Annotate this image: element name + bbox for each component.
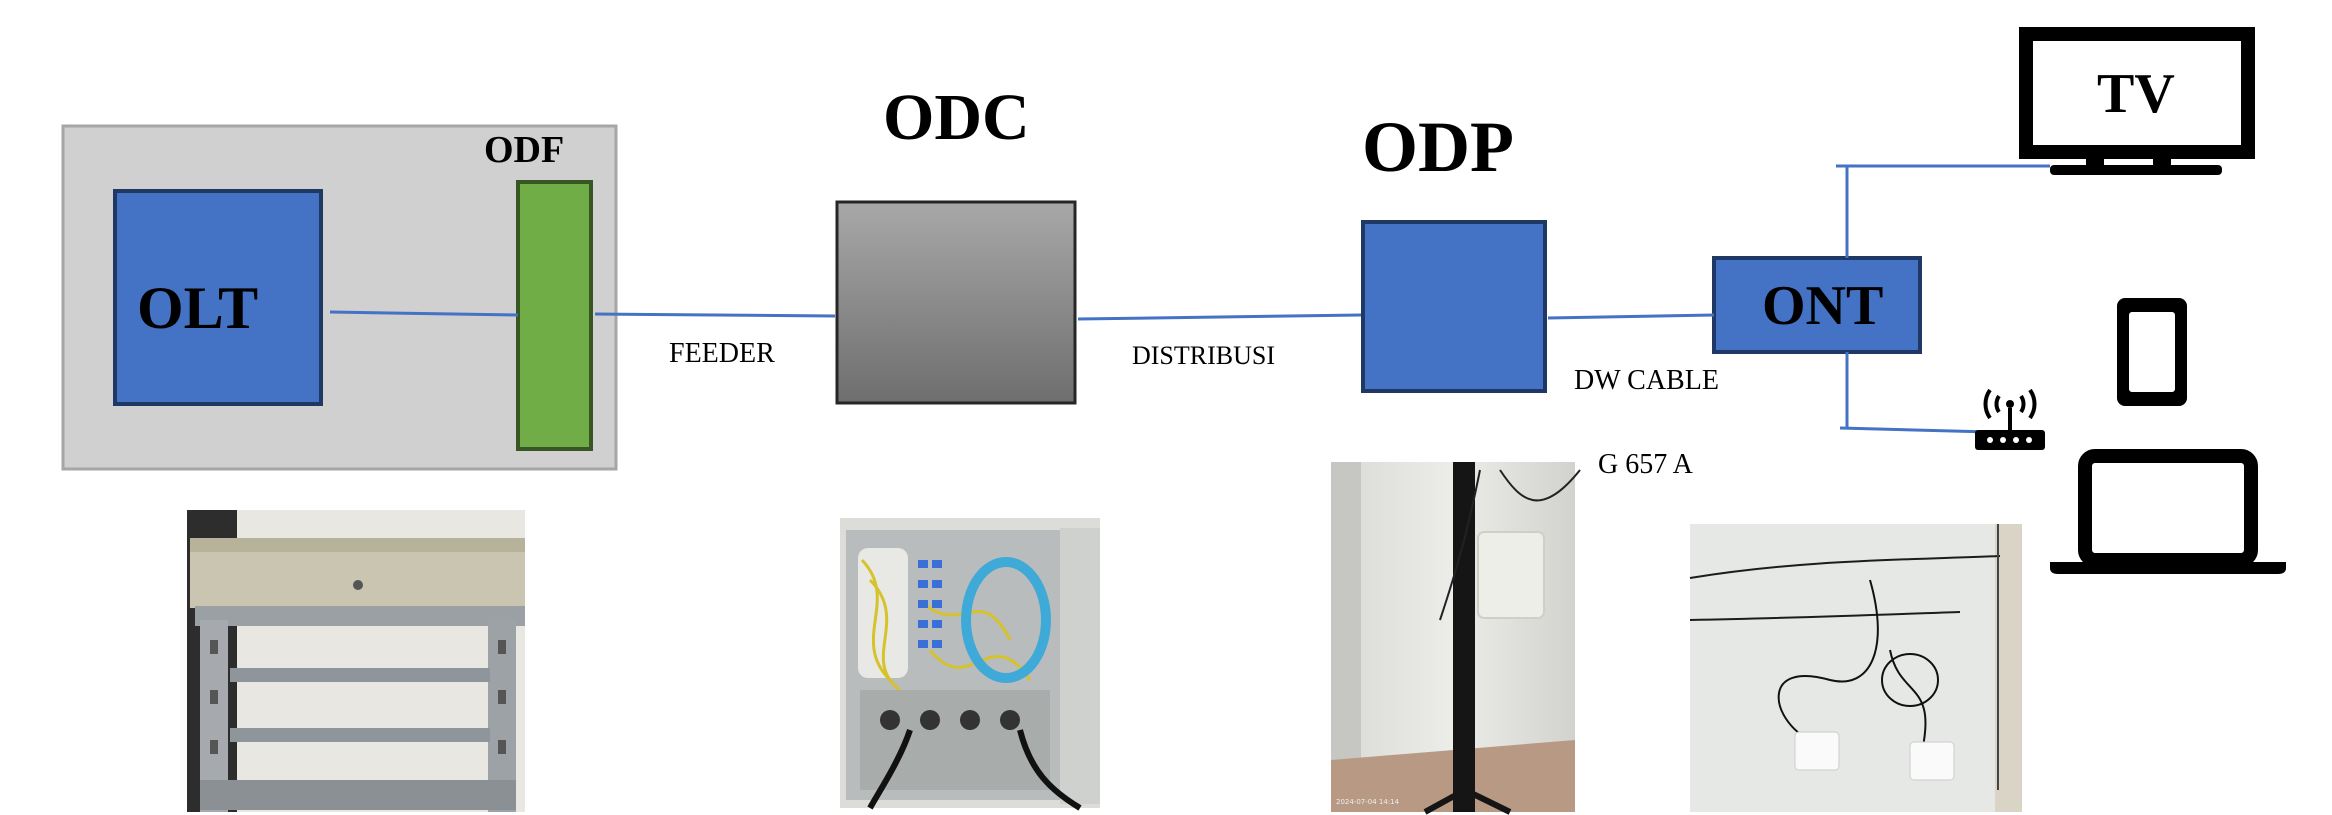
fiber-type-label: G 657 A [1598,449,1693,480]
olt-odf-link [329,310,519,317]
odc-box [835,200,1077,405]
distribusi-link [1077,313,1362,321]
dw-cable-label: DW CABLE [1574,365,1719,396]
odc-label: ODC [883,81,1030,154]
olt-cabinet-photo [187,510,525,812]
odp-box [1361,220,1547,393]
ont-wall-photo [1689,524,2022,812]
odf-label: ODF [484,129,565,171]
tv-icon [2019,27,2255,175]
olt-box [113,189,323,406]
ont-box [1712,256,1922,354]
smartphone-icon [2117,298,2187,406]
odf-box [516,180,593,451]
wifi-router-icon [1975,388,2045,450]
feeder-label: FEEDER [669,338,775,369]
fiber-links [329,164,2050,434]
distribusi-label: DISTRIBUSI [1132,341,1276,370]
feeder-link [594,312,836,318]
odp-pole-photo [1331,462,1581,815]
dw-cable-link [1547,313,1715,320]
odc-cabinet-photo [840,518,1100,811]
tv-label: TV [2097,63,2175,125]
olt-label: OLT [137,275,259,341]
ont-label: ONT [1762,275,1884,337]
odp-photo-timestamp: 2024-07-04 14:14 [1336,798,1400,806]
laptop-icon [2050,449,2286,574]
router-link [1839,426,1991,434]
odp-label: ODP [1362,107,1514,187]
